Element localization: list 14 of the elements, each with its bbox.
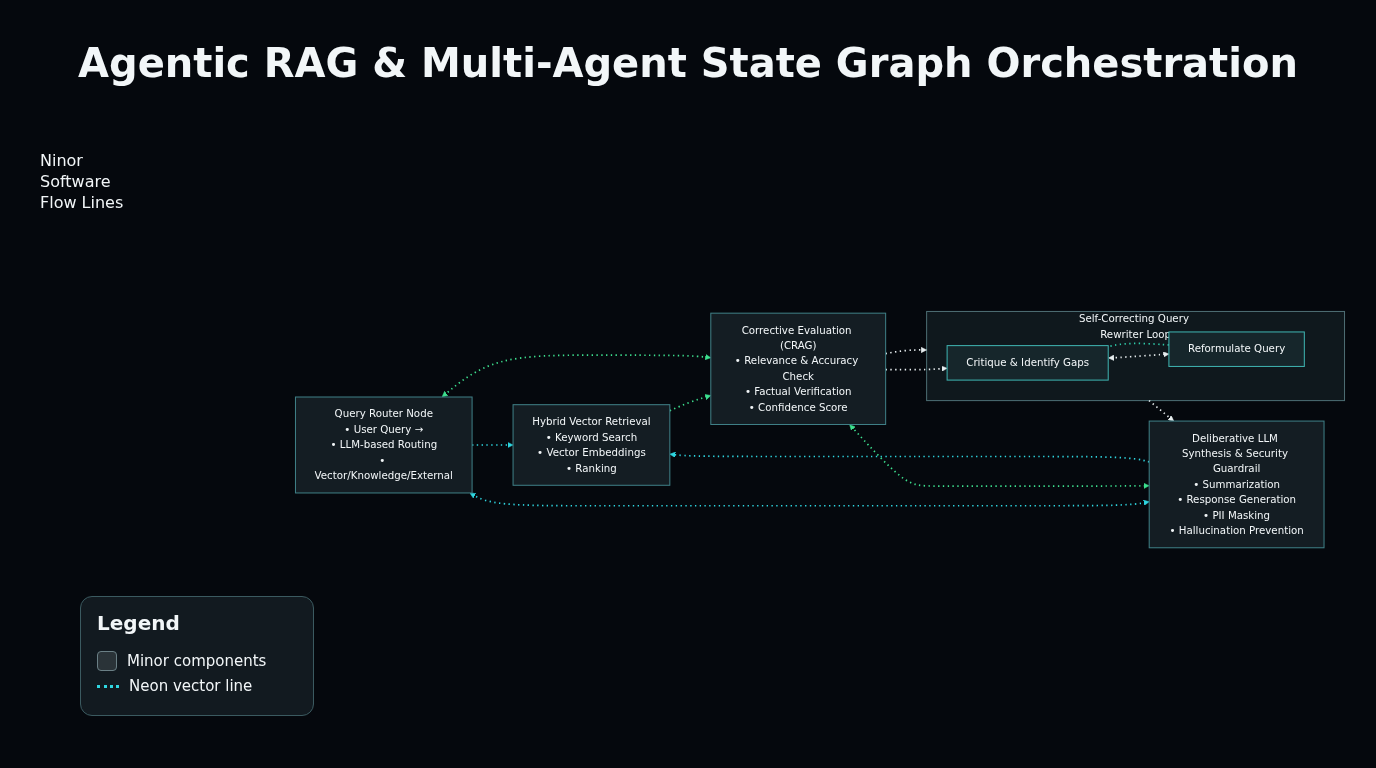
legend-label: Neon vector line <box>129 677 253 695</box>
node-box: Corrective Evaluation (CRAG) • Relevance & Accuracy Check • Factual Verification • Confidence Score <box>710 313 887 426</box>
node-box: Query Router Node • User Query → • LLM-based Routing • Vector/Knowledge/External <box>294 396 473 494</box>
note-label: Ninor Software Flow Lines <box>40 150 125 213</box>
node-box: Reformulate Query <box>1168 331 1305 368</box>
node-box: Hybrid Vector Retrieval • Keyword Search • Vector Embeddings • Ranking <box>512 404 671 487</box>
arrow <box>1148 400 1174 422</box>
node-box: Critique & Identify Gaps <box>946 345 1109 381</box>
arrow <box>469 493 1150 507</box>
diagram-title: Agentic RAG & Multi-Agent State Graph Orchestration <box>77 40 1299 86</box>
legend-title: Legend <box>97 611 180 635</box>
node-box: Deliberative LLM Synthesis & Security Guardrail • Summarization • Response Generation • PII Masking • Hallucination Prevention <box>1148 420 1325 549</box>
legend-label: Minor components <box>127 652 267 670</box>
arrow <box>849 424 1150 490</box>
